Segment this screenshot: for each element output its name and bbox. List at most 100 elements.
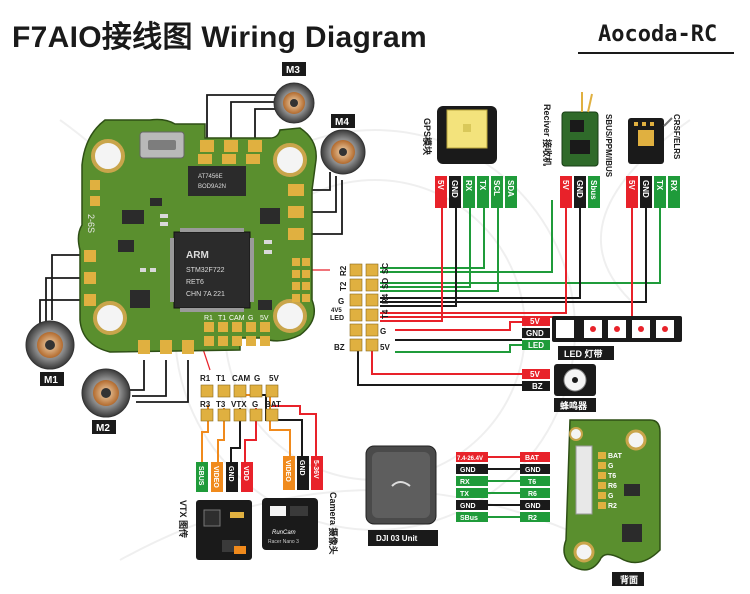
vtx-wire-sbus: SBUS xyxy=(197,466,204,486)
page-title: F7AIO接线图 Wiring Diagram xyxy=(12,21,428,54)
pad-sd: SD xyxy=(381,278,390,289)
board-pad-t1: T1 xyxy=(218,315,226,322)
small-chip-line-2: BOD9A2N xyxy=(198,184,226,190)
bottom-pad-vtx: VTX xyxy=(231,400,247,409)
led-label: LED 灯带 xyxy=(564,348,603,359)
camera-label: Camera 摄像头 xyxy=(328,492,339,555)
sbus-pin-sbus: Sbus xyxy=(589,180,598,200)
gps-pins: 5V GND RX TX SCL SDA xyxy=(435,176,517,208)
dji-right-pin-r2: R2 xyxy=(528,515,537,522)
led-pin-led: LED xyxy=(528,341,544,350)
bottom-pad-cam: CAM xyxy=(232,374,251,383)
dji-left-pin-gnd1: GND xyxy=(460,467,476,474)
sbus-receiver: Reciver 接收机 SBUS/PPM/IBUS 5V GND Sbus xyxy=(542,92,613,208)
back-side-label: 背面 xyxy=(620,574,638,585)
gps-module: GPS模块 5V GND RX TX SCL SDA xyxy=(422,106,517,208)
board-pad-g1: G xyxy=(248,315,253,322)
pad-r2: R2 xyxy=(339,265,348,276)
pad-g-row3: G xyxy=(338,297,344,306)
brand-logo: Aocoda-RC xyxy=(598,22,718,47)
camera-wire-video: VIDEO xyxy=(284,460,291,482)
motor-m4: M4 xyxy=(320,114,366,175)
dji-o3-unit: DJI 03 Unit 7.4-26.4V GND RX TX GND SBus… xyxy=(365,445,550,546)
led-pin-gnd: GND xyxy=(526,329,544,338)
dji-left-pin-gnd2: GND xyxy=(460,503,476,510)
motor-m3: M3 xyxy=(273,62,315,124)
bottom-pad-t1: T1 xyxy=(216,374,226,383)
motor-m1-label: M1 xyxy=(44,375,58,386)
back-pad-g2: G xyxy=(608,493,614,500)
mcu-line-3: RET6 xyxy=(186,279,204,286)
dji-left-pin-power: 7.4-26.4V xyxy=(457,456,483,462)
wires xyxy=(39,94,661,518)
pad-g-row5: G xyxy=(380,327,386,336)
vtx-label: VTX 图传 xyxy=(178,500,189,538)
pad-5v-row6: 5V xyxy=(380,343,390,352)
pad-t4: T4 xyxy=(381,309,390,319)
crsf-pin-tx: TX xyxy=(655,180,664,191)
crsf-pin-rx: RX xyxy=(669,180,678,192)
buzzer-pin-bz: BZ xyxy=(532,382,543,391)
mcu-line-4: CHN 7A 221 xyxy=(186,291,225,298)
dji-right-pin-bat: BAT xyxy=(525,455,540,462)
dji-right-pin-r6: R6 xyxy=(528,491,537,498)
gps-label: GPS模块 xyxy=(422,118,433,156)
vtx-wire-gnd: GND xyxy=(227,466,234,482)
pad-4v5: 4V5 xyxy=(331,308,342,314)
bottom-pad-bat: BAT xyxy=(265,400,281,409)
bottom-pad-r3: R3 xyxy=(200,400,211,409)
camera-wire-gnd: GND xyxy=(298,460,305,476)
back-pad-r2: R2 xyxy=(608,503,617,510)
dji-left-pin-tx: TX xyxy=(460,491,469,498)
camera-model: Racer Nano 3 xyxy=(268,539,299,545)
battery-range-label: 2-6S xyxy=(86,214,96,233)
camera-brand: RunCam xyxy=(272,530,296,536)
brand-underline xyxy=(578,52,734,54)
gps-pin-scl: SCL xyxy=(492,180,501,196)
mcu-line-1: ARM xyxy=(186,250,209,261)
crsf-pin-5v: 5V xyxy=(627,180,636,190)
motor-m2: M2 xyxy=(81,368,131,434)
bottom-pad-r1: R1 xyxy=(200,374,211,383)
pad-led: LED xyxy=(330,315,344,322)
back-pad-t6: T6 xyxy=(608,473,616,480)
motor-m4-label: M4 xyxy=(335,117,349,128)
gps-pin-rx: RX xyxy=(464,180,473,192)
gps-pin-gnd: GND xyxy=(450,180,459,198)
small-chip-line-1: AT7456E xyxy=(198,174,223,180)
right-pad-block: R2 SC T2 SD G R4 LED 4V5 T4 G BZ 5V xyxy=(330,263,390,352)
camera-wire-voltage: 5-36V xyxy=(312,460,319,479)
pad-bz: BZ xyxy=(334,343,345,352)
dji-left-pin-sbus: SBus xyxy=(460,515,478,522)
back-pad-bat: BAT xyxy=(608,453,623,460)
board-back-side: BAT G T6 R6 G R2 背面 xyxy=(563,419,661,586)
bottom-pad-g: G xyxy=(254,374,260,383)
crsf-receiver-label: CRSF/ELRS xyxy=(672,114,681,160)
motor-m2-label: M2 xyxy=(96,423,110,434)
bottom-pad-t3: T3 xyxy=(216,400,226,409)
led-strip: 5V GND LED LED 灯带 xyxy=(522,316,682,360)
dji-right-pin-gnd1: GND xyxy=(525,467,541,474)
motor-m1: M1 xyxy=(25,320,75,386)
buzzer: 5V BZ 蜂鸣器 xyxy=(522,364,596,412)
buzzer-label: 蜂鸣器 xyxy=(560,400,588,411)
motor-m3-label: M3 xyxy=(286,65,300,76)
bottom-pad-g2: G xyxy=(252,400,258,409)
vtx-module: SBUS VIDEO GND VDD VTX 图传 xyxy=(178,462,253,560)
led-pin-5v: 5V xyxy=(530,317,540,326)
camera-module: VIDEO GND 5-36V RunCam Racer Nano 3 Came… xyxy=(262,456,339,555)
sbus-receiver-protocols: SBUS/PPM/IBUS xyxy=(604,114,613,178)
dji-right-pin-gnd2: GND xyxy=(525,503,541,510)
crsf-receiver: CRSF/ELRS 5V GND TX RX xyxy=(626,114,681,208)
board-pad-cam: CAM xyxy=(229,315,245,322)
dji-label: DJI 03 Unit xyxy=(376,534,418,543)
board-pad-5v: 5V xyxy=(260,315,269,322)
bottom-pad-5v: 5V xyxy=(269,374,279,383)
crsf-pin-gnd: GND xyxy=(641,180,650,198)
dji-left-pin-rx: RX xyxy=(460,479,470,486)
buzzer-pin-5v: 5V xyxy=(530,370,540,379)
pad-t2: T2 xyxy=(339,281,348,291)
back-pad-r6: R6 xyxy=(608,483,617,490)
vtx-wire-vdd: VDD xyxy=(242,466,249,481)
